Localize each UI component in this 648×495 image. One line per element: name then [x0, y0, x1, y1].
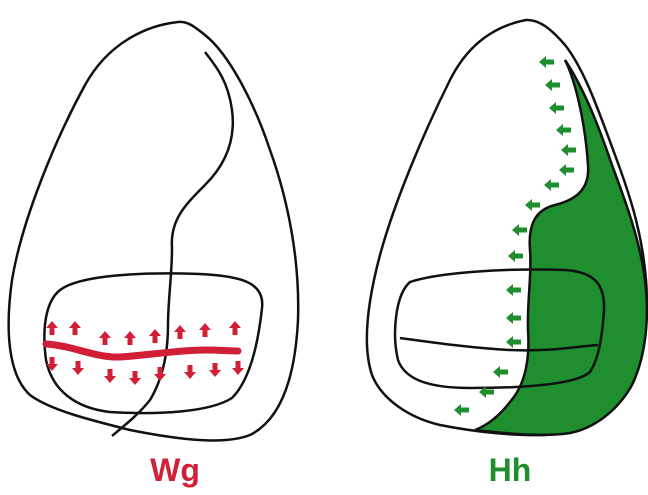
wg-label: Wg — [115, 452, 235, 488]
wg-wing-disc — [9, 22, 299, 441]
hh-wing-disc — [367, 20, 647, 435]
hh-label: Hh — [450, 452, 570, 488]
